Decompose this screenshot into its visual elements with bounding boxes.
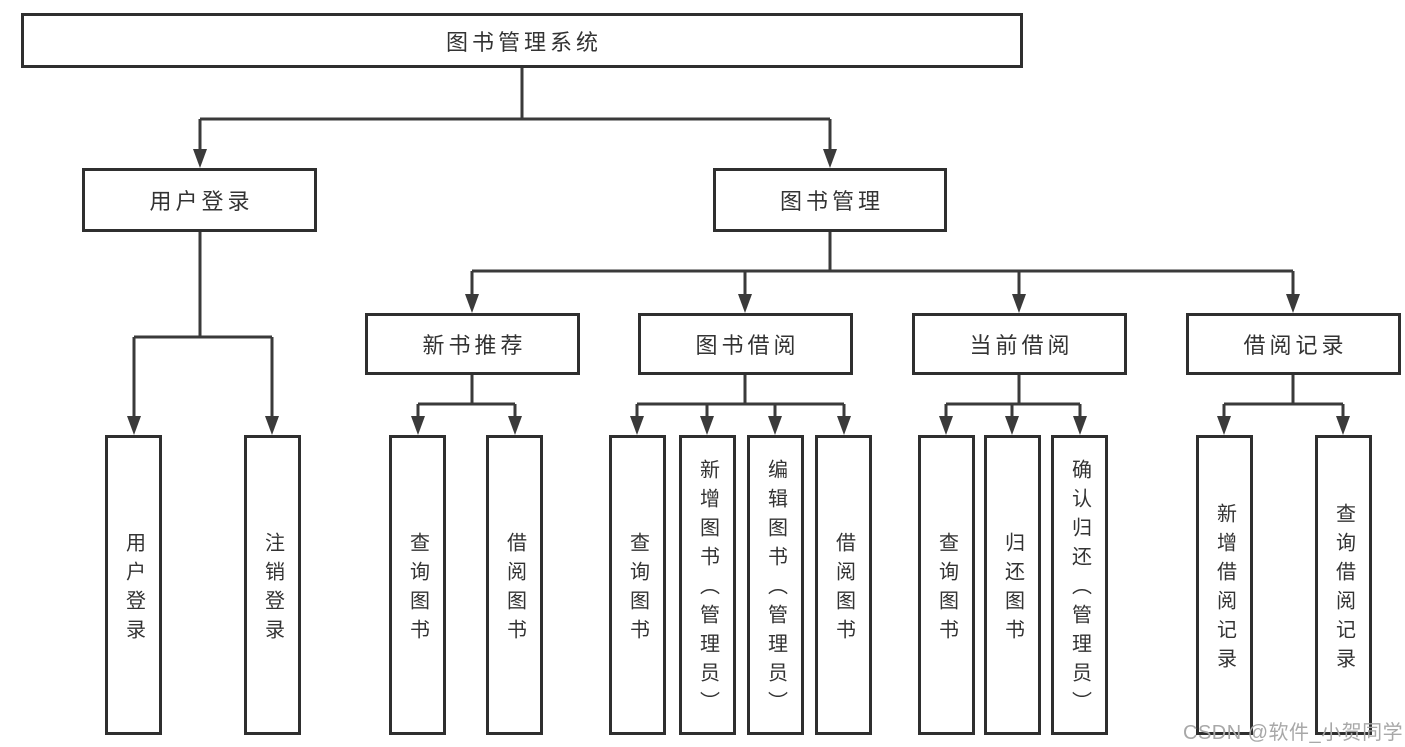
- arrowhead: [1012, 294, 1026, 313]
- node-root-label: 图书管理系统: [445, 29, 602, 55]
- arrowhead: [939, 416, 953, 435]
- edge-borrow-records-to-leaves: [1222, 374, 1345, 429]
- node-user-login-label: 用户登录: [149, 189, 254, 214]
- leaf-add-books-admin-label: 新增图书（管理员）: [696, 459, 719, 720]
- node-new-book-recommend: 新书推荐: [365, 313, 580, 375]
- leaf-borrow-books-2: 借阅图书: [815, 435, 872, 735]
- arrowhead: [1336, 416, 1350, 435]
- node-borrowing-records: 借阅记录: [1186, 313, 1401, 375]
- arrowhead: [1005, 416, 1019, 435]
- edge-book-mgmt-to-level3: [470, 232, 1295, 307]
- node-borrowing-records-label: 借阅记录: [1243, 333, 1348, 358]
- leaf-query-borrow-record: 查询借阅记录: [1315, 435, 1372, 735]
- leaf-confirm-return-admin: 确认归还（管理员）: [1051, 435, 1108, 735]
- arrowhead: [630, 416, 644, 435]
- leaf-edit-books-admin-label: 编辑图书（管理员）: [764, 459, 787, 720]
- leaf-add-books-admin: 新增图书（管理员）: [679, 435, 736, 735]
- leaf-edit-books-admin: 编辑图书（管理员）: [747, 435, 804, 735]
- leaf-query-books-2: 查询图书: [609, 435, 666, 735]
- leaf-query-books-3: 查询图书: [918, 435, 975, 735]
- leaf-user-login: 用户登录: [105, 435, 162, 735]
- leaf-user-login-label: 用户登录: [122, 531, 145, 648]
- leaf-query-books-1: 查询图书: [389, 435, 446, 735]
- edge-root-to-level2: [198, 67, 832, 162]
- node-book-borrowing: 图书借阅: [638, 313, 853, 375]
- node-current-borrowing-label: 当前借阅: [969, 333, 1074, 358]
- node-book-management: 图书管理: [713, 168, 947, 232]
- arrowhead: [700, 416, 714, 435]
- leaf-add-borrow-record-label: 新增借阅记录: [1213, 502, 1236, 677]
- leaf-query-books-3-label: 查询图书: [935, 531, 958, 648]
- leaf-borrow-books-1: 借阅图书: [486, 435, 543, 735]
- arrowhead: [193, 149, 207, 168]
- arrowheads: [127, 149, 1350, 435]
- edge-user-login-to-leaves: [132, 232, 274, 429]
- leaf-borrow-books-1-label: 借阅图书: [503, 531, 526, 648]
- node-root-library-system: 图书管理系统: [21, 13, 1023, 68]
- node-book-borrowing-label: 图书借阅: [695, 333, 800, 358]
- arrowhead: [768, 416, 782, 435]
- edge-new-books-to-leaves: [416, 374, 517, 429]
- leaf-return-books-label: 归还图书: [1001, 531, 1024, 648]
- arrowhead: [1217, 416, 1231, 435]
- arrowhead: [508, 416, 522, 435]
- leaf-confirm-return-admin-label: 确认归还（管理员）: [1068, 459, 1091, 720]
- edge-book-borrow-to-leaves: [635, 374, 846, 429]
- node-new-book-recommend-label: 新书推荐: [422, 333, 527, 358]
- leaf-return-books: 归还图书: [984, 435, 1041, 735]
- arrowhead: [465, 294, 479, 313]
- leaf-logout-label: 注销登录: [261, 531, 284, 648]
- arrowhead: [265, 416, 279, 435]
- arrowhead: [1286, 294, 1300, 313]
- arrowhead: [837, 416, 851, 435]
- leaf-borrow-books-2-label: 借阅图书: [832, 531, 855, 648]
- node-book-management-label: 图书管理: [779, 189, 884, 214]
- leaf-query-borrow-record-label: 查询借阅记录: [1332, 502, 1355, 677]
- leaf-query-books-2-label: 查询图书: [626, 531, 649, 648]
- csdn-watermark: CSDN @软件_小贺同学: [1183, 722, 1404, 744]
- node-user-login: 用户登录: [82, 168, 317, 232]
- arrowhead: [1073, 416, 1087, 435]
- leaf-add-borrow-record: 新增借阅记录: [1196, 435, 1253, 735]
- arrowhead: [738, 294, 752, 313]
- leaf-logout: 注销登录: [244, 435, 301, 735]
- arrowhead: [411, 416, 425, 435]
- leaf-query-books-1-label: 查询图书: [406, 531, 429, 648]
- node-current-borrowing: 当前借阅: [912, 313, 1127, 375]
- arrowhead: [823, 149, 837, 168]
- arrowhead: [127, 416, 141, 435]
